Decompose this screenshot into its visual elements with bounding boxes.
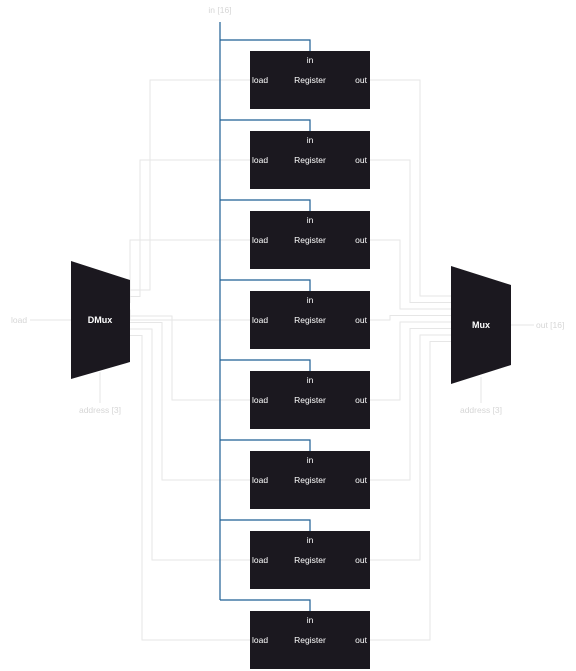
dmux-shape (71, 261, 130, 379)
register-load-label: load (252, 635, 268, 645)
input-bus-branch (220, 199, 311, 211)
register-body (250, 291, 370, 349)
input-bus-branch (220, 119, 311, 131)
register-out-label: out (355, 555, 367, 565)
input-bus-label: in [16] (208, 5, 231, 15)
register-title: Register (294, 555, 326, 565)
dmux: DMux (71, 261, 130, 379)
register-body (250, 451, 370, 509)
register-body (250, 611, 370, 669)
register-out-label: out (355, 475, 367, 485)
register-out-label: out (355, 235, 367, 245)
mux-address-label: address [3] (460, 405, 502, 415)
register-block: in load Register out (250, 371, 370, 429)
register-out-label: out (355, 155, 367, 165)
input-bus-branch (220, 439, 311, 451)
input-bus-branch (220, 359, 311, 371)
register-body (250, 131, 370, 189)
register-in-label: in (307, 215, 314, 225)
register-in-label: in (307, 135, 314, 145)
input-bus-branch (220, 519, 311, 531)
register-title: Register (294, 395, 326, 405)
register-in-label: in (307, 455, 314, 465)
output-bus-label: out [16] (536, 320, 564, 330)
register-load-label: load (252, 75, 268, 85)
mux: Mux (451, 266, 511, 384)
register-out-label: out (355, 635, 367, 645)
register-out-label: out (355, 315, 367, 325)
register-load-label: load (252, 315, 268, 325)
register-title: Register (294, 155, 326, 165)
register-load-label: load (252, 155, 268, 165)
dmux-load-wire (130, 315, 250, 401)
register-title: Register (294, 75, 326, 85)
dmux-load-wire (130, 159, 250, 297)
register-body (250, 371, 370, 429)
register-output-wire (370, 341, 451, 641)
register-block: in load Register out (250, 131, 370, 189)
register-title: Register (294, 475, 326, 485)
dmux-load-wire (130, 335, 250, 641)
input-bus-branch (220, 39, 311, 51)
register-in-label: in (307, 295, 314, 305)
register-output-wire (370, 328, 451, 481)
register-output-wire (370, 79, 451, 297)
register-output-wire (370, 321, 451, 401)
dmux-load-wire (130, 79, 250, 291)
control-wires (30, 79, 534, 641)
register-block: in load Register out (250, 211, 370, 269)
register-output-wire (370, 315, 451, 321)
dmux-label: DMux (88, 315, 113, 325)
register-block: in load Register out (250, 51, 370, 109)
register-in-label: in (307, 375, 314, 385)
mux-shape (451, 266, 511, 384)
load-input-label: load (11, 315, 27, 325)
register-title: Register (294, 635, 326, 645)
input-bus-wires (219, 22, 311, 611)
register-output-wire (370, 159, 451, 303)
dmux-load-wire (130, 322, 250, 481)
register-body (250, 211, 370, 269)
register-title: Register (294, 235, 326, 245)
register-title: Register (294, 315, 326, 325)
input-bus-branch (220, 279, 311, 291)
register-output-wire (370, 334, 451, 561)
register-output-wire (370, 239, 451, 310)
register-out-label: out (355, 395, 367, 405)
register-in-label: in (307, 615, 314, 625)
register-out-label: out (355, 75, 367, 85)
register-block: in load Register out (250, 611, 370, 669)
register-block: in load Register out (250, 531, 370, 589)
register-block: in load Register out (250, 291, 370, 349)
register-block: in load Register out (250, 451, 370, 509)
register-load-label: load (252, 555, 268, 565)
mux-label: Mux (472, 320, 490, 330)
dmux-load-wire (129, 309, 250, 321)
register-load-label: load (252, 475, 268, 485)
register-body (250, 531, 370, 589)
dmux-address-label: address [3] (79, 405, 121, 415)
register-in-label: in (307, 55, 314, 65)
register-load-label: load (252, 395, 268, 405)
register-load-label: load (252, 235, 268, 245)
register-in-label: in (307, 535, 314, 545)
dmux-load-wire (129, 239, 250, 303)
register-body (250, 51, 370, 109)
dmux-load-wire (130, 328, 250, 561)
input-bus-branch (220, 599, 311, 611)
